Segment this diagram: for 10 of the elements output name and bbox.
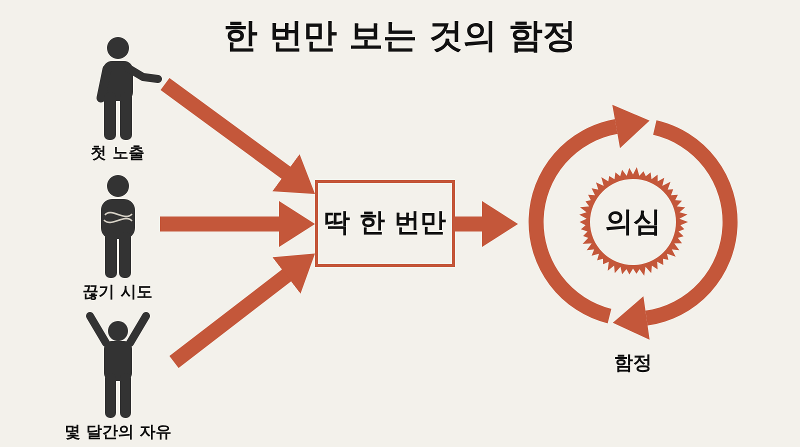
person-label: 첫 노출 [90,143,144,162]
node-label: 의심 [605,205,661,239]
arrow [160,201,315,247]
title: 한 번만 보는 것의 함정 [223,16,577,57]
box-label: 딱 한 번만 [324,208,446,240]
process-box [315,180,455,267]
person-label: 끊기 시도 [82,282,152,302]
arrow [455,201,518,247]
cycle-label: 함정 [614,352,652,375]
person-label: 몇 달간의 자유 [64,422,172,442]
